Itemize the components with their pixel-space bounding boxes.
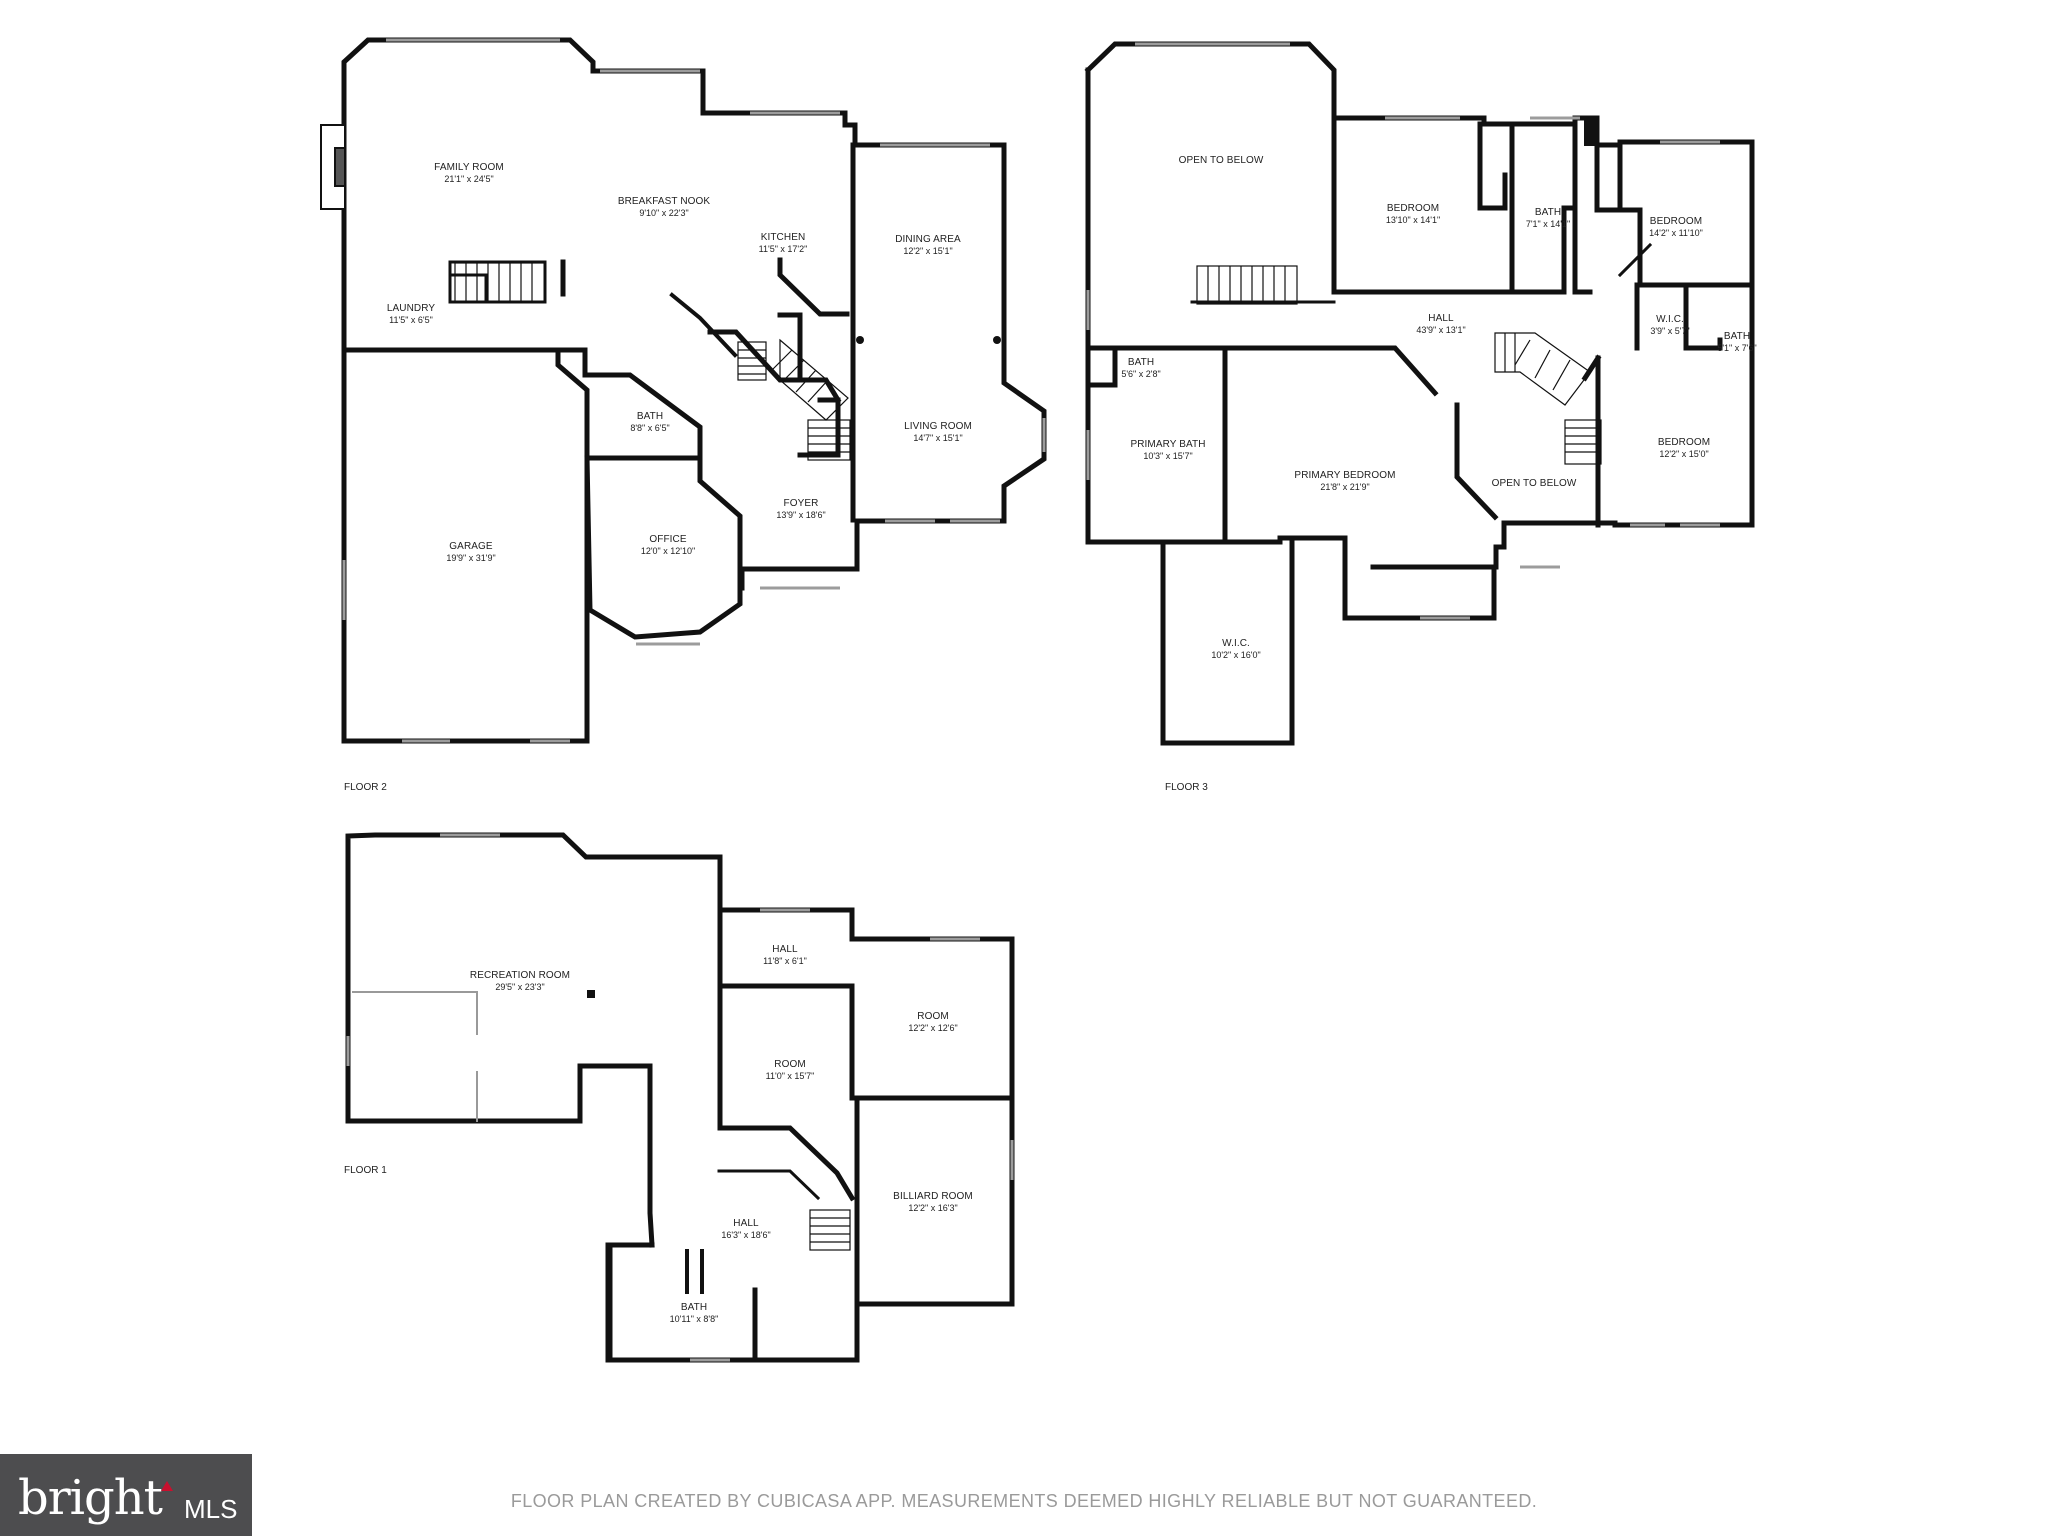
roof-chevron-icon xyxy=(161,1481,173,1491)
window-marks xyxy=(342,38,1720,1362)
floor-label: FLOOR 2 xyxy=(344,782,387,793)
room-label: W.I.C.10'2" x 16'0" xyxy=(1211,638,1261,660)
bright-mls-logo: bright MLS xyxy=(0,1454,252,1536)
logo-suffix: MLS xyxy=(184,1494,238,1524)
fireplace-icon xyxy=(320,124,346,210)
logo-wordmark: bright xyxy=(18,1470,163,1526)
floor-3-walls xyxy=(1084,41,1755,746)
column-markers xyxy=(587,118,1598,998)
room-label: OPEN TO BELOW xyxy=(1491,478,1577,489)
room-label: OPEN TO BELOW xyxy=(1178,155,1264,166)
floor-label: FLOOR 3 xyxy=(1165,782,1208,793)
floor-label: FLOOR 1 xyxy=(344,1165,387,1176)
disclaimer-text: FLOOR PLAN CREATED BY CUBICASA APP. MEAS… xyxy=(510,1491,1538,1511)
floor-1-walls xyxy=(345,832,1015,1363)
stairs-icon xyxy=(454,262,1602,1251)
room-label: W.I.C.3'9" x 5'7" xyxy=(1650,314,1690,336)
